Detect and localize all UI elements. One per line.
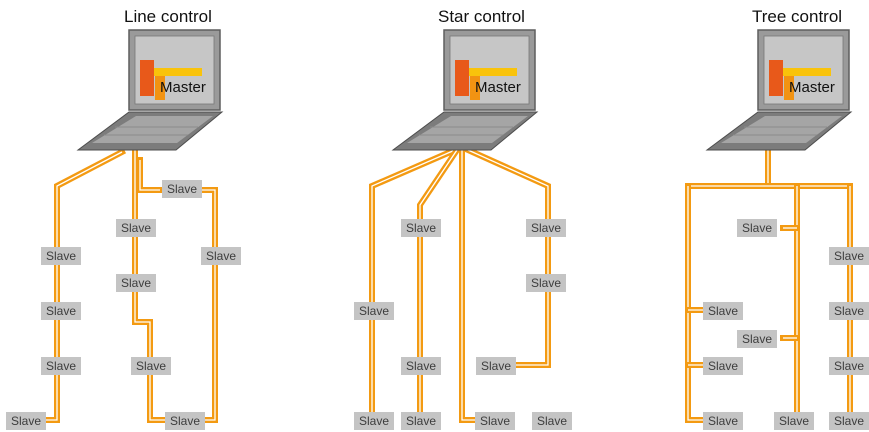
- star-slave-7: Slave: [532, 412, 573, 430]
- star-master-label: Master: [475, 79, 521, 96]
- line-slave-7: Slave: [131, 357, 172, 375]
- tree-control-title: Tree control: [752, 7, 843, 26]
- star-master-logo-bar: [469, 68, 517, 76]
- tree-slave-8: Slave: [829, 302, 869, 320]
- star-laptop-keyboard: [407, 116, 528, 143]
- star-cable-4: [464, 146, 551, 368]
- tree-slave-5: Slave: [703, 412, 744, 430]
- tree-slave-2: Slave: [737, 330, 778, 348]
- line-master-label: Master: [160, 79, 206, 96]
- line-cable-branch-core: [139, 160, 160, 191]
- line-control-title: Line control: [124, 7, 212, 26]
- line-slave-10: Slave: [201, 247, 242, 265]
- tree-slave-10: Slave: [829, 412, 869, 430]
- line-slave-9: Slave: [162, 180, 203, 198]
- star-slave-10: Slave: [526, 274, 567, 292]
- star-cable-1: [369, 146, 459, 423]
- tree-slave-6: Slave: [774, 412, 815, 430]
- line-slave-3: Slave: [41, 357, 82, 375]
- star-master-logo-stem: [470, 76, 480, 100]
- line-laptop-keyboard: [92, 116, 213, 143]
- star-cable-2-core: [419, 149, 458, 420]
- line-laptop-icon: [76, 29, 224, 151]
- tree-laptop-keyboard: [721, 116, 842, 143]
- line-slave-8: Slave: [165, 412, 206, 430]
- star-slave-1: Slave: [354, 302, 395, 320]
- star-slave-3: Slave: [401, 219, 442, 237]
- star-cable-3-core: [461, 150, 478, 421]
- line-cable-left-core: [40, 151, 123, 421]
- tree-slave-9: Slave: [829, 357, 869, 375]
- line-slave-4: Slave: [6, 412, 47, 430]
- line-master-logo-stem: [155, 76, 165, 100]
- tree-laptop-icon: [705, 29, 853, 151]
- tree-master-logo-icon: [769, 60, 783, 96]
- star-control-title: Star control: [438, 7, 525, 26]
- star-slave-2: Slave: [354, 412, 395, 430]
- star-master-logo-icon: [455, 60, 469, 96]
- line-cable-right-core: [198, 189, 216, 421]
- line-slave-1: Slave: [41, 247, 82, 265]
- tree-slave-3: Slave: [703, 302, 744, 320]
- star-cable-2: [417, 145, 462, 423]
- line-cable-right: [195, 187, 218, 423]
- tree-master-logo-bar: [783, 68, 831, 76]
- tree-slave-7: Slave: [829, 247, 869, 265]
- star-laptop-icon: [391, 29, 539, 151]
- line-slave-5: Slave: [116, 219, 157, 237]
- line-master-logo-bar: [154, 68, 202, 76]
- star-cable-1-core: [371, 149, 456, 420]
- tree-master-label: Master: [789, 79, 835, 96]
- star-slave-9: Slave: [526, 219, 567, 237]
- star-slave-8: Slave: [476, 357, 517, 375]
- line-slave-6: Slave: [116, 274, 157, 292]
- line-cable-left: [37, 147, 127, 423]
- tree-slave-1: Slave: [737, 219, 778, 237]
- tree-cable-left-core: [687, 186, 705, 421]
- line-master-logo-icon: [140, 60, 154, 96]
- line-cable-branch: [137, 157, 163, 193]
- star-slave-6: Slave: [475, 412, 516, 430]
- line-slave-2: Slave: [41, 302, 82, 320]
- tree-slave-4: Slave: [703, 357, 744, 375]
- star-slave-5: Slave: [401, 412, 442, 430]
- tree-master-logo-stem: [784, 76, 794, 100]
- star-slave-4: Slave: [401, 357, 442, 375]
- star-cable-3: [459, 147, 481, 423]
